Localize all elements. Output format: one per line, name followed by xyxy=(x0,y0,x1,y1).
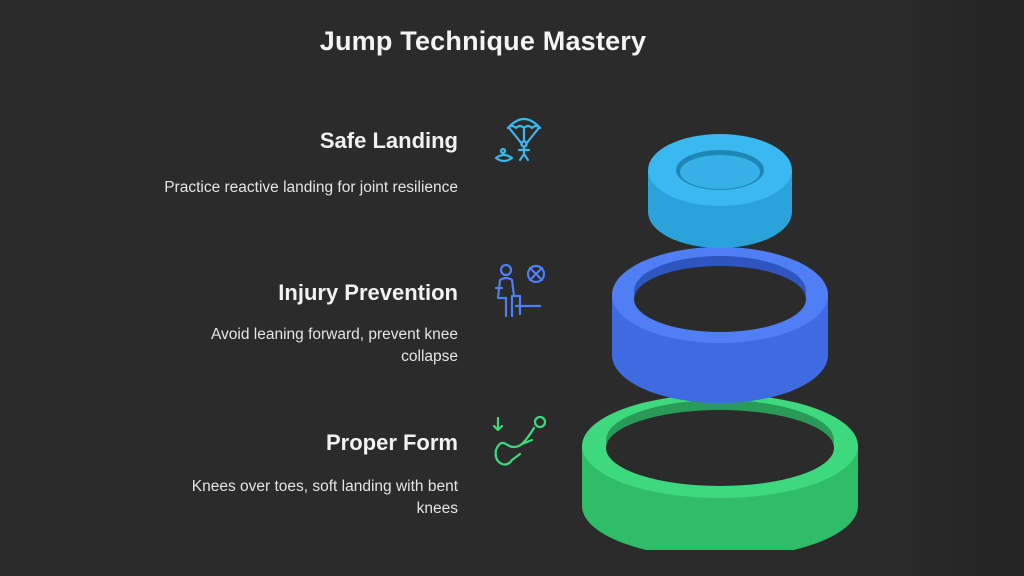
background-shade xyxy=(884,0,1024,576)
description-line: collapse xyxy=(401,348,458,365)
stacked-rings-diagram xyxy=(582,134,858,550)
ring-injury-prevention xyxy=(612,247,828,403)
item-title-injury-prevention: Injury Prevention xyxy=(278,280,458,305)
item-description-injury-prevention: Avoid leaning forward, prevent knee coll… xyxy=(98,324,458,368)
item-description-proper-form: Knees over toes, soft landing with bent … xyxy=(98,476,458,520)
ring-proper-form xyxy=(582,394,858,550)
ring-safe-landing xyxy=(648,134,792,248)
description-line: Avoid leaning forward, prevent knee xyxy=(210,326,458,343)
item-title-safe-landing: Safe Landing xyxy=(319,128,458,153)
item-title-proper-form: Proper Form xyxy=(325,430,458,455)
description-line: knees xyxy=(416,500,458,517)
seated-person-no-icon xyxy=(494,263,546,318)
parachute-landing-icon xyxy=(494,117,542,163)
item-description-safe-landing: Practice reactive landing for joint resi… xyxy=(164,179,458,196)
landing-pose-icon xyxy=(492,415,547,466)
description-line: Knees over toes, soft landing with bent xyxy=(191,478,458,495)
page-title: Jump Technique Mastery xyxy=(319,26,647,56)
